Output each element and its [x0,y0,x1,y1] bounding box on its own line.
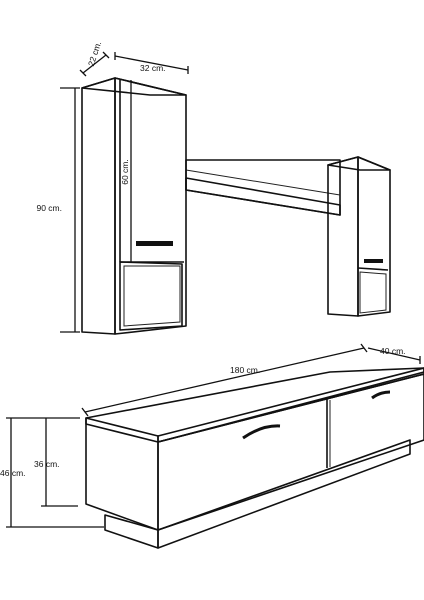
left-cabinet-handle [136,241,173,246]
dim-label-stand-depth: 40 cm. [380,346,406,356]
left-wall-cabinet [81,77,187,335]
dimension-lines [6,51,421,528]
dim-label-wall-depth: 22 cm. [86,40,103,67]
tv-stand [85,367,424,549]
dim-label-stand-height: 46 cm. [0,468,26,478]
wall-shelf [185,159,341,216]
right-drawer-handle [371,390,391,400]
dim-label-stand-width: 180 cm. [230,365,260,375]
dim-label-wall-width: 32 cm. [140,63,166,73]
dim-label-stand-body-height: 36 cm. [34,459,60,469]
right-wall-cabinet [327,156,391,317]
left-drawer-handle [242,424,281,440]
right-cabinet-handle [364,259,383,263]
dim-label-wall-height: 90 cm. [36,203,62,213]
dim-label-door-height: 60 cm. [120,159,130,185]
